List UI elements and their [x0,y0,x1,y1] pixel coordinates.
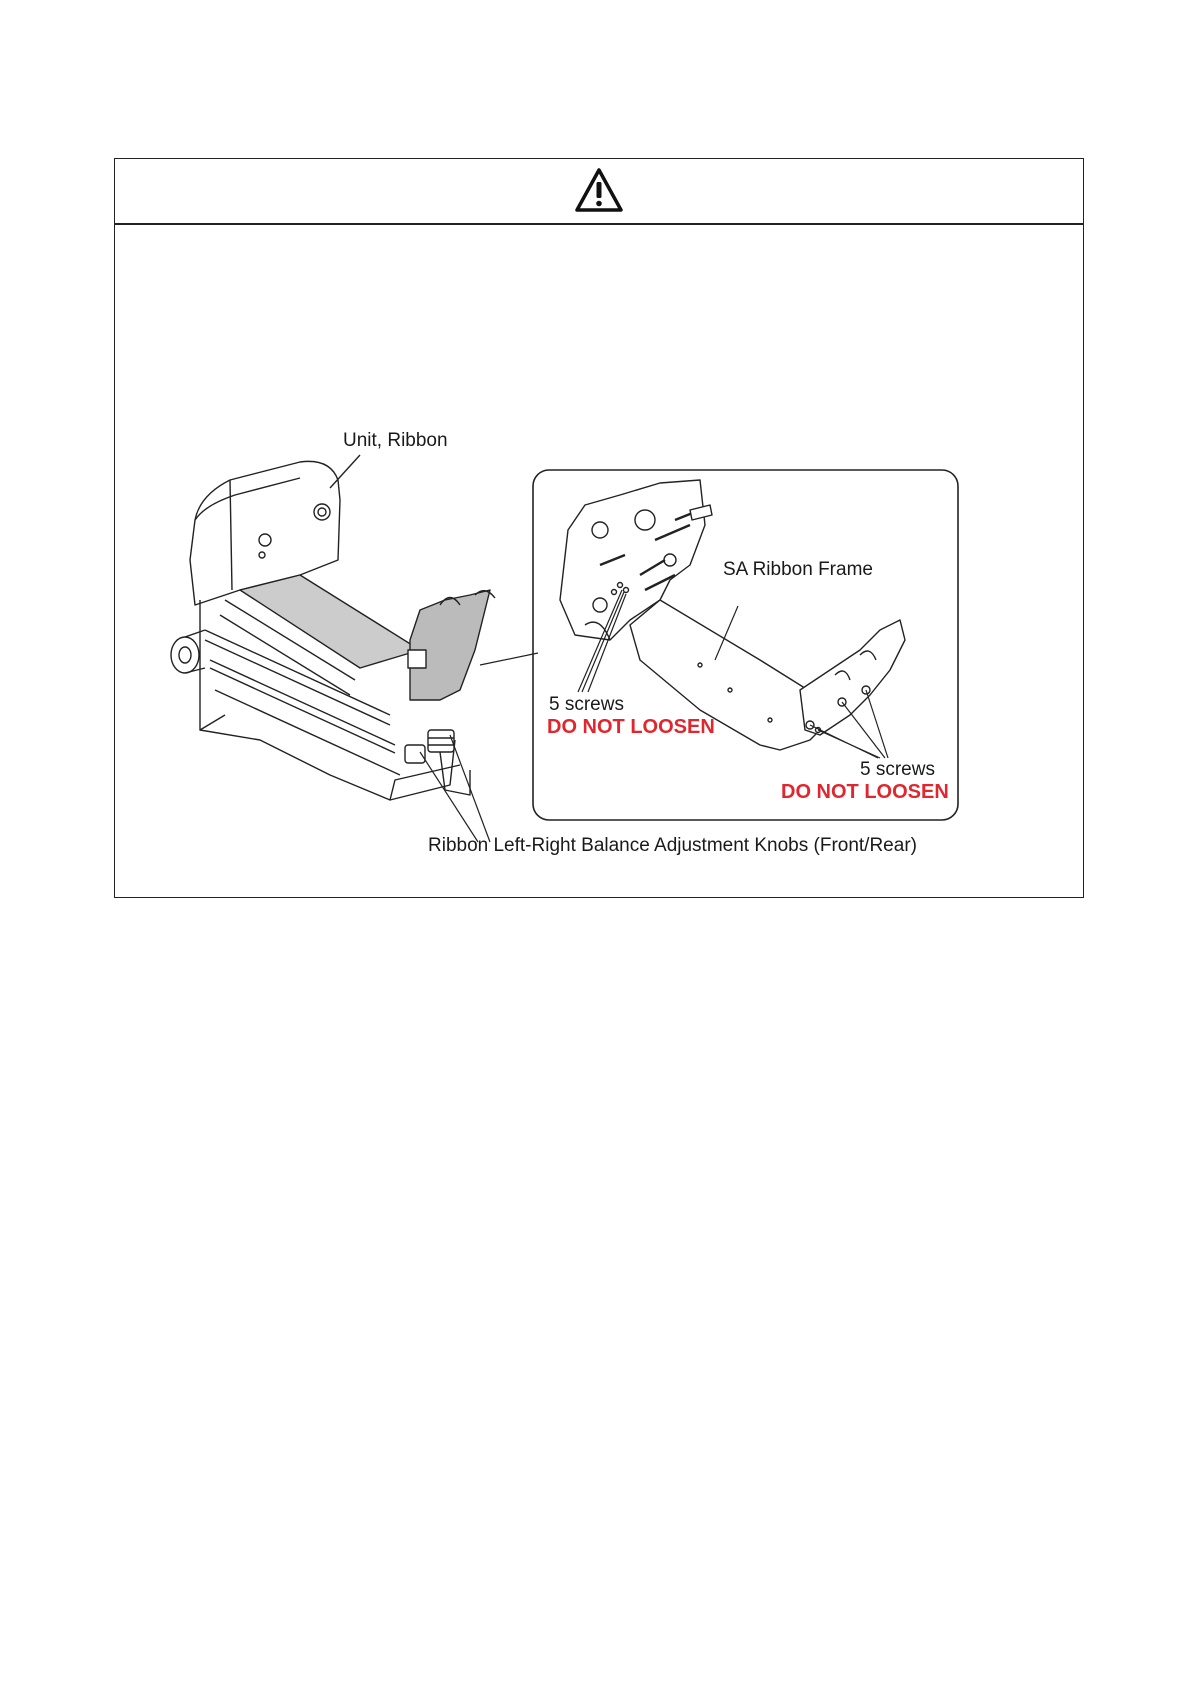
knobs-label: Ribbon Left-Right Balance Adjustment Kno… [428,835,917,857]
screws-left-warning: DO NOT LOOSEN [547,716,715,739]
screws-right-warning: DO NOT LOOSEN [781,781,949,804]
screws-right-label: 5 screws [860,759,935,781]
screws-left-label: 5 screws [549,694,624,716]
unit-ribbon-label: Unit, Ribbon [343,430,448,452]
sa-ribbon-frame-label: SA Ribbon Frame [723,559,873,581]
